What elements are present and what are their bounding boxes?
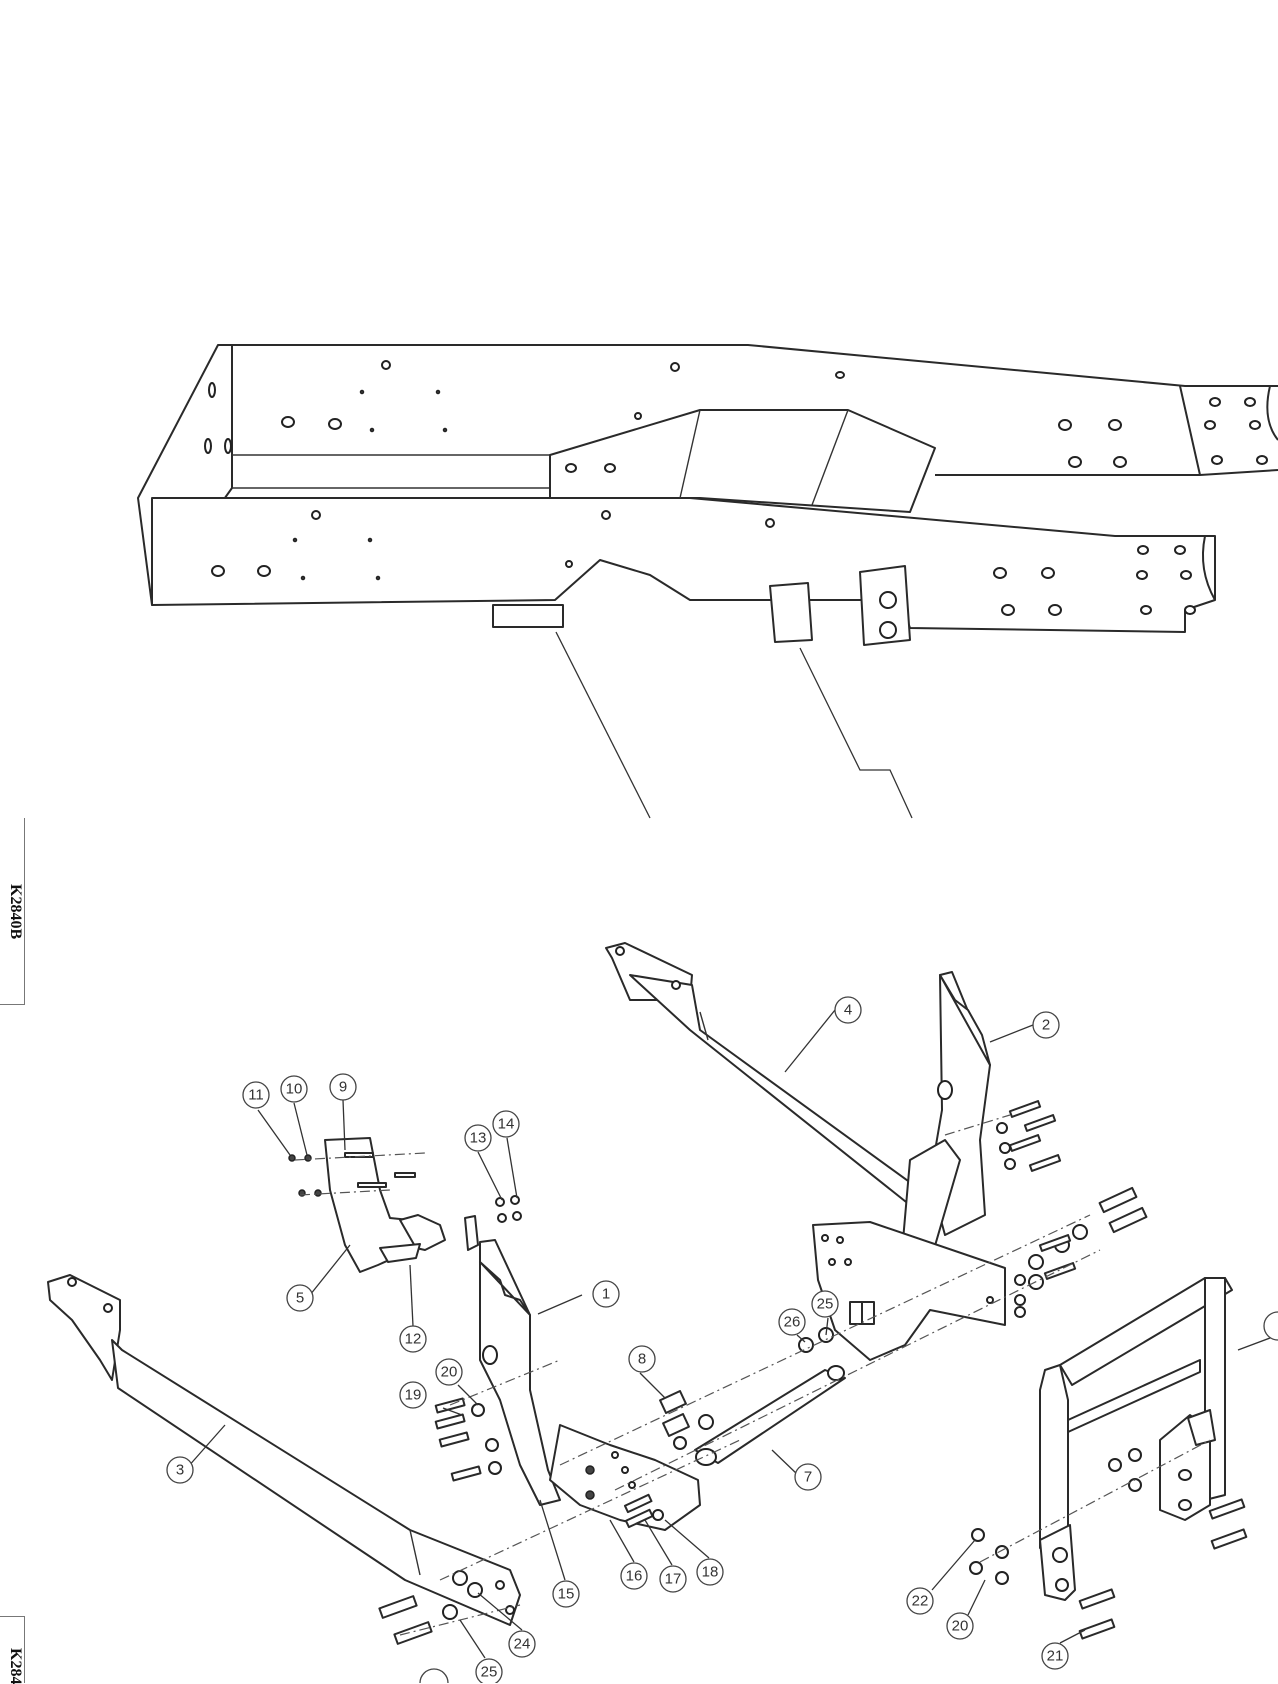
balloon-20-right: 20 bbox=[946, 1612, 974, 1640]
part-7-cross-tube bbox=[694, 1365, 846, 1466]
svg-text:22: 22 bbox=[912, 1593, 929, 1610]
balloon-24: 24 bbox=[508, 1630, 536, 1658]
svg-text:4: 4 bbox=[844, 1002, 852, 1019]
part-3-lower-arm bbox=[47, 1274, 521, 1626]
balloon-7: 7 bbox=[794, 1463, 822, 1491]
svg-text:13: 13 bbox=[470, 1130, 487, 1147]
svg-text:26: 26 bbox=[784, 1314, 801, 1331]
balloon-21: 21 bbox=[1041, 1642, 1069, 1670]
balloon-19: 19 bbox=[399, 1381, 427, 1409]
svg-text:5: 5 bbox=[296, 1290, 304, 1307]
side-rule-top bbox=[24, 818, 25, 1004]
balloon-3: 3 bbox=[166, 1456, 194, 1484]
balloon-17: 17 bbox=[659, 1565, 687, 1593]
balloon-8: 8 bbox=[628, 1345, 656, 1373]
balloon-25-lower: 25 bbox=[475, 1658, 503, 1683]
balloon-14: 14 bbox=[492, 1110, 520, 1138]
svg-text:2: 2 bbox=[1042, 1017, 1050, 1034]
svg-text:25: 25 bbox=[481, 1664, 498, 1681]
balloon-16: 16 bbox=[620, 1562, 648, 1590]
part-4-upper-arm bbox=[605, 942, 956, 1226]
balloon-4: 4 bbox=[834, 996, 862, 1024]
balloon-1: 1 bbox=[592, 1280, 620, 1308]
hardware bbox=[288, 1100, 1248, 1645]
balloon-partial-bottom bbox=[419, 1668, 449, 1683]
balloon-13: 13 bbox=[464, 1124, 492, 1152]
svg-text:20: 20 bbox=[952, 1618, 969, 1635]
svg-text:24: 24 bbox=[514, 1636, 531, 1653]
balloon-26: 26 bbox=[778, 1308, 806, 1336]
svg-text:7: 7 bbox=[804, 1469, 812, 1486]
side-rule-bottom bbox=[24, 1616, 25, 1683]
balloon-11: 11 bbox=[242, 1081, 270, 1109]
part-1-upright bbox=[464, 1215, 701, 1531]
svg-text:15: 15 bbox=[558, 1586, 575, 1603]
svg-text:20: 20 bbox=[441, 1364, 458, 1381]
balloon-partial-right bbox=[1263, 1311, 1278, 1341]
balloon-10: 10 bbox=[280, 1075, 308, 1103]
side-rule-top-bottom bbox=[0, 1004, 25, 1005]
balloon-5: 5 bbox=[286, 1284, 314, 1312]
svg-text:25: 25 bbox=[817, 1296, 834, 1313]
svg-text:3: 3 bbox=[176, 1462, 184, 1479]
svg-text:14: 14 bbox=[498, 1116, 515, 1133]
side-rule-bottom-top bbox=[0, 1616, 25, 1617]
svg-text:10: 10 bbox=[286, 1081, 303, 1098]
balloon-18: 18 bbox=[696, 1558, 724, 1586]
svg-text:16: 16 bbox=[626, 1568, 643, 1585]
svg-text:1: 1 bbox=[602, 1286, 610, 1303]
svg-text:8: 8 bbox=[638, 1351, 646, 1368]
balloon-22: 22 bbox=[906, 1587, 934, 1615]
svg-text:11: 11 bbox=[248, 1087, 264, 1104]
item-balloons: 1 2 3 4 5 7 8 9 10 11 12 13 14 15 16 17 … bbox=[166, 996, 1278, 1683]
svg-text:17: 17 bbox=[665, 1571, 682, 1588]
balloon-2: 2 bbox=[1032, 1011, 1060, 1039]
svg-text:18: 18 bbox=[702, 1564, 719, 1581]
balloon-15: 15 bbox=[552, 1580, 580, 1608]
hitch-frame bbox=[1039, 1277, 1233, 1601]
balloon-20-left: 20 bbox=[435, 1358, 463, 1386]
balloon-25-upper: 25 bbox=[811, 1290, 839, 1318]
balloon-leaders bbox=[186, 1009, 1278, 1659]
svg-text:21: 21 bbox=[1047, 1648, 1064, 1665]
balloon-9: 9 bbox=[329, 1073, 357, 1101]
balloon-12: 12 bbox=[399, 1325, 427, 1353]
part-2-upright bbox=[812, 971, 1006, 1361]
svg-text:19: 19 bbox=[405, 1387, 422, 1404]
svg-text:12: 12 bbox=[405, 1331, 422, 1348]
svg-text:9: 9 bbox=[339, 1079, 347, 1096]
part-5-bracket bbox=[324, 1137, 446, 1273]
frame-channel bbox=[137, 344, 1278, 819]
